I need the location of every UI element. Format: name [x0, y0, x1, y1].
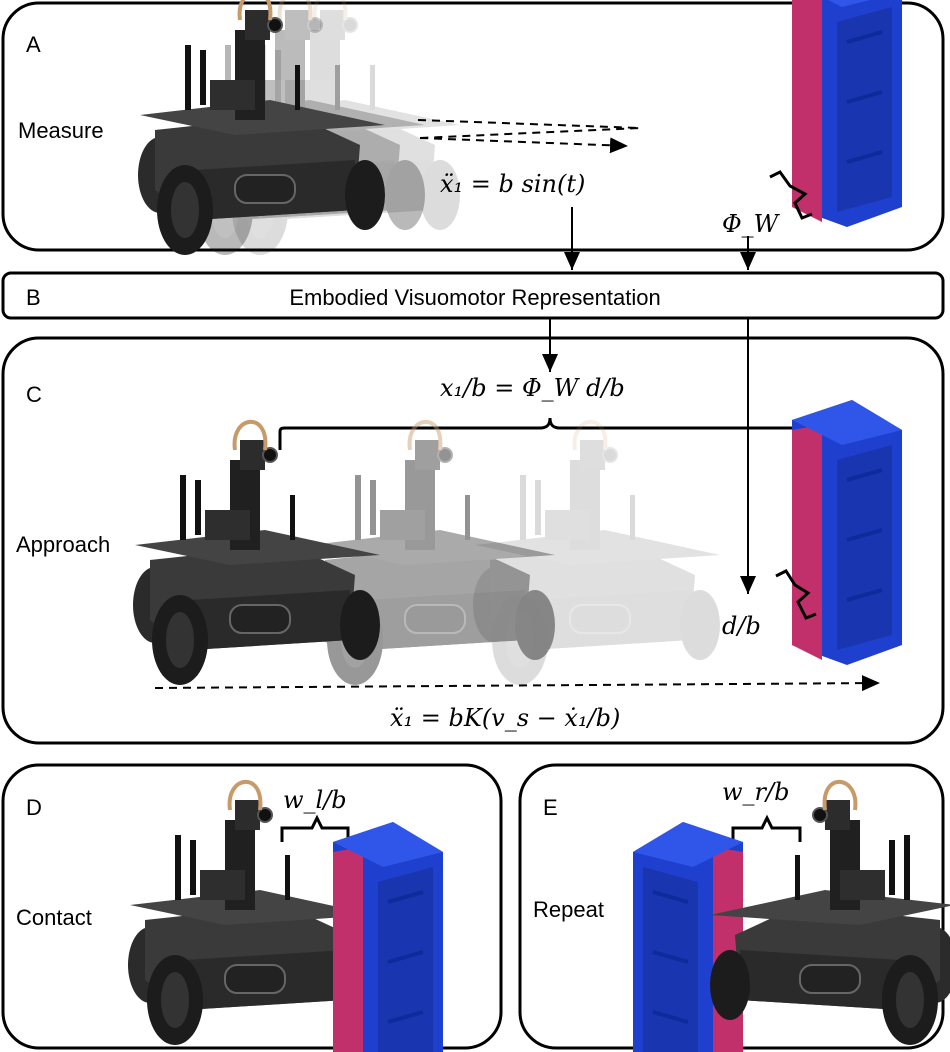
panel-c-top-equation: x₁/b = Φ_W d/b — [440, 374, 625, 402]
panel-a-bracket-label: Φ_W — [722, 210, 781, 238]
panel-a-label: Measure — [18, 118, 104, 143]
panel-b-frame — [1, 271, 945, 320]
phi-bracket — [769, 170, 813, 220]
panel-d-letter: D — [26, 795, 42, 820]
panel-a-equation: ẍ₁ = b sin(t) — [440, 170, 585, 198]
panel-e-gap-label: w_r/b — [722, 778, 789, 806]
distance-bracket — [775, 569, 817, 620]
panel-b: B Embodied Visuomotor Representation — [1, 271, 945, 320]
oscillation-arrow — [419, 137, 629, 154]
panel-d-label: Contact — [16, 905, 92, 930]
panel-c-bottom-equation: ẍ₁ = bK(v_s − ẋ₁/b) — [390, 704, 620, 732]
panel-d: D Contact w_l/b — [1, 763, 503, 1052]
panel-e: E Repeat w_r/b — [518, 763, 950, 1052]
contact-gap-bracket — [280, 814, 350, 842]
panel-e-label: Repeat — [533, 897, 604, 922]
panel-b-letter: B — [26, 285, 41, 310]
repeat-gap-bracket — [731, 814, 802, 842]
panel-b-title: Embodied Visuomotor Representation — [289, 285, 660, 310]
panel-d-gap-label: w_l/b — [283, 786, 347, 814]
oscillation-path — [417, 119, 641, 139]
panel-c-distance-label: d/b — [722, 612, 761, 640]
panel-c-letter: C — [26, 382, 42, 407]
panel-e-letter: E — [543, 795, 558, 820]
panel-a: A Measure ẍ₁ = b sin(t) Φ_W — [1, 0, 945, 257]
bin-image — [331, 820, 445, 1052]
approach-motion-arrow — [154, 675, 881, 692]
panel-c-frame — [1, 336, 945, 745]
panel-c-label: Approach — [16, 532, 110, 557]
bin-image — [790, 398, 904, 667]
approach-bracket — [278, 417, 824, 452]
panel-c: C Approach x₁/b = Φ_W d/b d/b ẍ₁ = bK(v_… — [1, 336, 945, 745]
panel-a-letter: A — [26, 32, 41, 57]
bin-image — [790, 0, 904, 229]
